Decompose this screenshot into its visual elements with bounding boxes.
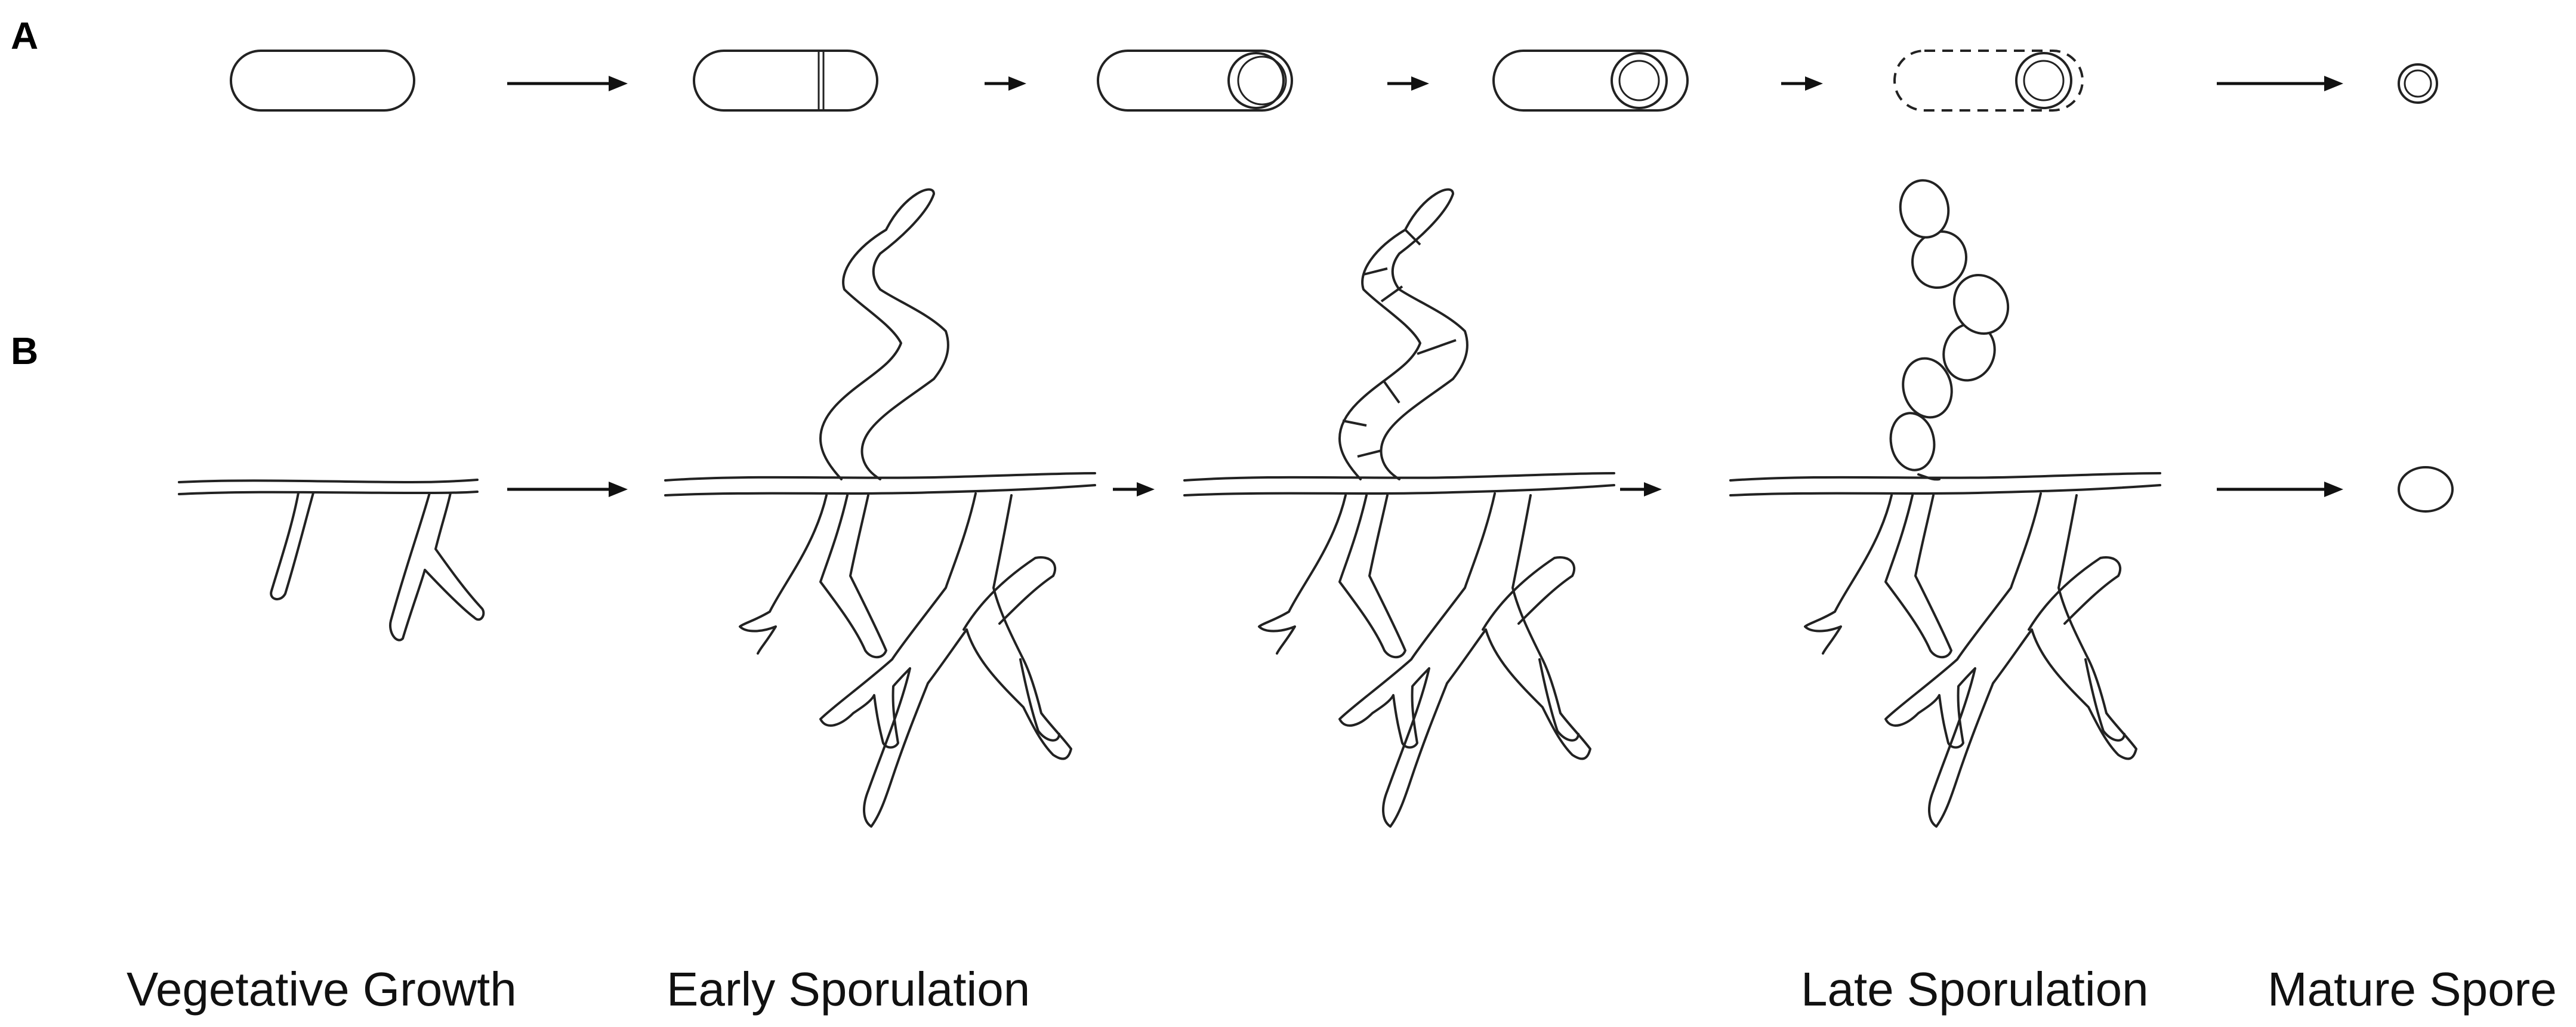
stage-label-vegetative: Vegetative Growth: [127, 963, 517, 1016]
arrow-b2: [1113, 482, 1155, 496]
mature-endospore: [2398, 63, 2438, 104]
arrow-a2: [985, 76, 1026, 91]
spore-chain-spore: [1911, 230, 1968, 289]
spore-chain-spore: [1899, 179, 1950, 239]
stage-label-early-sporulation: Early Sporulation: [667, 963, 1031, 1016]
lysing-mother-cell: [1893, 50, 2084, 112]
late-sporulation-mycelium: [1729, 179, 2161, 828]
spore-chain-spore: [1889, 412, 1936, 471]
stage-label-mature-spore: Mature Spore: [2268, 963, 2557, 1016]
arrow-a4: [1781, 76, 1823, 91]
vegetative-mycelium: [178, 479, 485, 642]
vegetative-cell: [230, 50, 415, 112]
arrow-b3: [1620, 482, 1662, 496]
bacterial-sporulation-row: [230, 50, 2438, 112]
arrow-a1: [507, 76, 628, 91]
engulfment-cell: [1097, 50, 1293, 112]
mature-streptomyces-spore: [2398, 466, 2454, 513]
arrow-a5: [2217, 76, 2343, 91]
panel-label-b: B: [11, 329, 39, 372]
forespore-cell: [1492, 50, 1689, 112]
arrow-a3: [1387, 76, 1429, 91]
arrow-b1: [507, 482, 628, 497]
spore-chain-spore: [1952, 274, 2010, 335]
panel-label-a: A: [11, 14, 39, 57]
spore-chain-spore: [1902, 357, 1953, 419]
early-sporulation-mycelium: [664, 188, 1096, 828]
arrow-b4: [2217, 482, 2343, 497]
dividing-cell: [693, 50, 878, 112]
stage-label-late-sporulation: Late Sporulation: [1801, 963, 2149, 1016]
mycelial-sporulation-row: [178, 179, 2454, 828]
septation-mycelium: [1183, 188, 1615, 828]
